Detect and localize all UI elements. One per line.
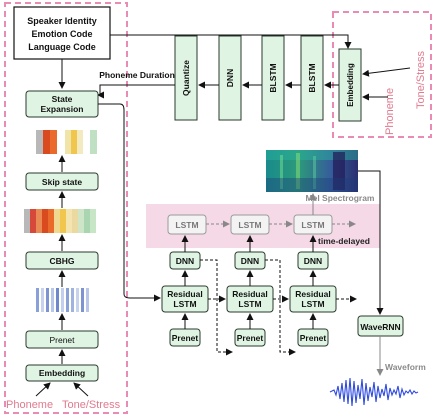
phoneme-duration-label: Phoneme Duration — [99, 70, 175, 80]
svg-text:Residual: Residual — [232, 289, 267, 299]
dnn2-to-prenet3-feedback — [265, 259, 296, 356]
quantize-box: Quantize — [174, 35, 198, 121]
duration-phoneme-input: Phoneme — [384, 88, 396, 135]
language-code-label: Language Code — [28, 42, 96, 52]
svg-text:Embedding: Embedding — [39, 368, 85, 378]
wavernn-box: WaveRNN — [357, 315, 404, 337]
delayed-lstm-box-3: LSTM — [293, 214, 333, 235]
svg-text:Prenet: Prenet — [300, 333, 327, 343]
svg-text:LSTM: LSTM — [301, 220, 324, 230]
residual-lstm-box-1: Residual LSTM — [161, 285, 209, 313]
mel-spectrogram-image — [266, 150, 358, 192]
svg-text:Embedding: Embedding — [346, 63, 355, 107]
duration-tone-stress-input: Tone/Stress — [415, 50, 427, 109]
decoder-dnn-box-2: DNN — [234, 251, 266, 270]
prenet-output-bars — [36, 288, 89, 312]
expanded-state-bars — [36, 130, 97, 154]
svg-text:State: State — [52, 94, 73, 104]
cbhg-output-bars — [24, 209, 96, 233]
encoder-to-decoder-arrow — [98, 103, 161, 302]
dnn1-to-prenet2-feedback — [200, 259, 233, 356]
svg-text:LSTM: LSTM — [301, 299, 324, 309]
skip-state-box: Skip state — [25, 172, 99, 191]
duration-embedding-box: Embedding — [338, 48, 362, 122]
duration-dnn-box: DNN — [218, 35, 242, 121]
svg-text:Residual: Residual — [167, 289, 202, 299]
svg-text:LSTM: LSTM — [173, 299, 196, 309]
enc-tone-arrow — [73, 382, 89, 397]
svg-text:Prenet: Prenet — [49, 335, 75, 345]
svg-text:DNN: DNN — [225, 69, 235, 87]
duration-blstm-box-2: BLSTM — [300, 35, 324, 121]
emotion-code-label: Emotion Code — [32, 29, 93, 39]
duration-blstm-box-1: BLSTM — [261, 35, 285, 121]
cbhg-box: CBHG — [25, 251, 99, 270]
svg-text:Skip state: Skip state — [42, 177, 82, 187]
mel-to-wavernn-arrow — [358, 170, 384, 315]
svg-text:CBHG: CBHG — [49, 256, 74, 266]
delayed-lstm-box-1: LSTM — [167, 214, 207, 235]
decoder-prenet-box-2: Prenet — [234, 328, 266, 347]
speaker-code-box: Speaker Identity Emotion Code Language C… — [13, 6, 111, 60]
decoder-dnn-box-1: DNN — [169, 251, 201, 270]
svg-text:LSTM: LSTM — [238, 299, 261, 309]
time-delayed-label: time-delayed — [318, 236, 370, 246]
svg-text:BLSTM: BLSTM — [268, 63, 278, 92]
svg-text:WaveRNN: WaveRNN — [360, 322, 400, 332]
svg-text:Prenet: Prenet — [172, 333, 199, 343]
svg-text:Expansion: Expansion — [41, 104, 84, 114]
speaker-to-duration-arrow — [110, 34, 352, 49]
svg-text:LSTM: LSTM — [238, 220, 261, 230]
decoder-prenet-box-3: Prenet — [297, 328, 329, 347]
svg-text:DNN: DNN — [304, 256, 322, 266]
svg-text:BLSTM: BLSTM — [307, 63, 317, 92]
residual-lstm-box-3: Residual LSTM — [289, 285, 337, 313]
svg-text:DNN: DNN — [241, 256, 259, 266]
mel-spectrogram-label: Mel Spectrogram — [306, 193, 375, 203]
svg-text:DNN: DNN — [176, 256, 194, 266]
waveform-label: Waveform — [385, 362, 426, 372]
decoder-prenet-box-1: Prenet — [169, 328, 201, 347]
svg-text:Prenet: Prenet — [237, 333, 264, 343]
speaker-identity-label: Speaker Identity — [27, 16, 97, 26]
svg-text:Quantize: Quantize — [181, 60, 191, 96]
duration-input-frame — [332, 11, 432, 138]
state-expansion-box: State Expansion — [25, 90, 99, 118]
phoneme-duration-arrow — [97, 84, 175, 99]
encoder-phoneme-input: Phoneme — [6, 399, 53, 411]
waveform-image — [329, 377, 419, 407]
residual-lstm-box-2: Residual LSTM — [226, 285, 274, 313]
svg-text:LSTM: LSTM — [175, 220, 198, 230]
encoder-tone-stress-input: Tone/Stress — [62, 399, 121, 411]
tone-in-arrow — [362, 67, 411, 77]
svg-text:Residual: Residual — [295, 289, 330, 299]
encoder-prenet-box: Prenet — [25, 330, 99, 349]
encoder-frame — [4, 2, 128, 414]
enc-phoneme-arrow — [35, 382, 51, 397]
decoder-dnn-box-3: DNN — [297, 251, 329, 270]
delayed-lstm-box-2: LSTM — [230, 214, 270, 235]
encoder-embedding-box: Embedding — [25, 364, 99, 382]
